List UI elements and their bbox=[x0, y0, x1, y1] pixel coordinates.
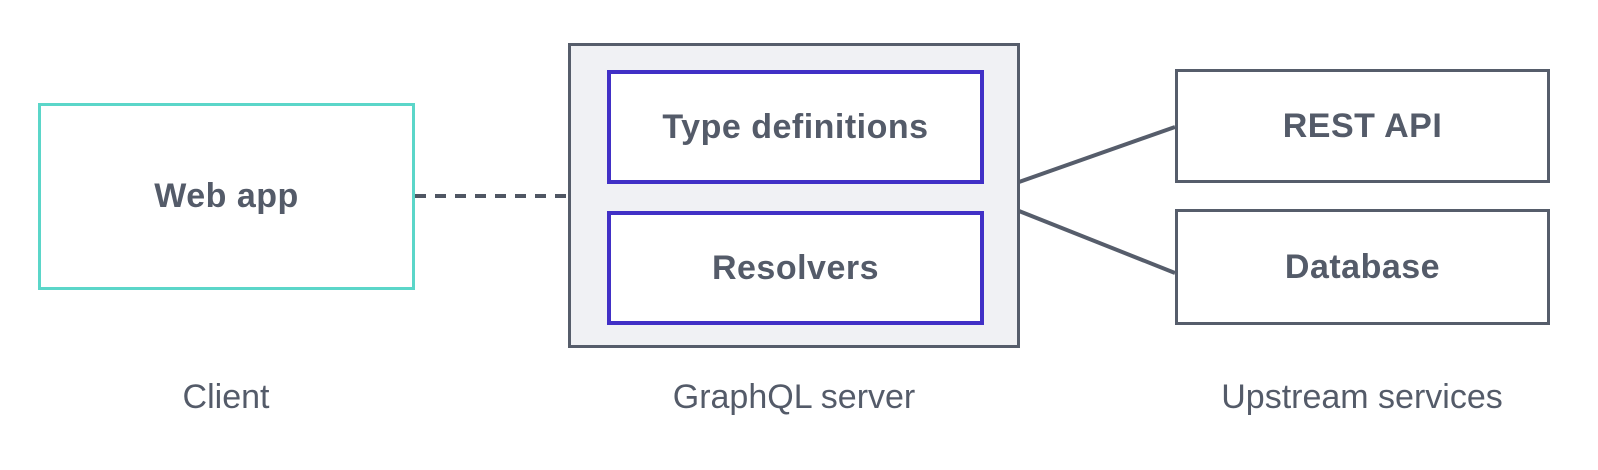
type-definitions-box: Type definitions bbox=[607, 70, 984, 184]
upstream-services-caption: Upstream services bbox=[1221, 378, 1503, 416]
type-definitions-label: Type definitions bbox=[662, 107, 929, 146]
resolvers-label: Resolvers bbox=[711, 248, 880, 287]
graphql-server-caption: GraphQL server bbox=[672, 378, 916, 416]
connector-server-to-database bbox=[1018, 209, 1176, 275]
graphql-server-box: Type definitions Resolvers bbox=[568, 43, 1020, 348]
connector-server-to-restapi bbox=[1018, 125, 1176, 184]
database-label: Database bbox=[1284, 247, 1441, 286]
resolvers-box: Resolvers bbox=[607, 211, 984, 325]
web-app-label: Web app bbox=[154, 177, 299, 215]
rest-api-box: REST API bbox=[1175, 69, 1550, 183]
web-app-box: Web app bbox=[38, 103, 415, 290]
rest-api-label: REST API bbox=[1282, 106, 1443, 145]
client-caption: Client bbox=[182, 378, 270, 416]
database-box: Database bbox=[1175, 209, 1550, 325]
